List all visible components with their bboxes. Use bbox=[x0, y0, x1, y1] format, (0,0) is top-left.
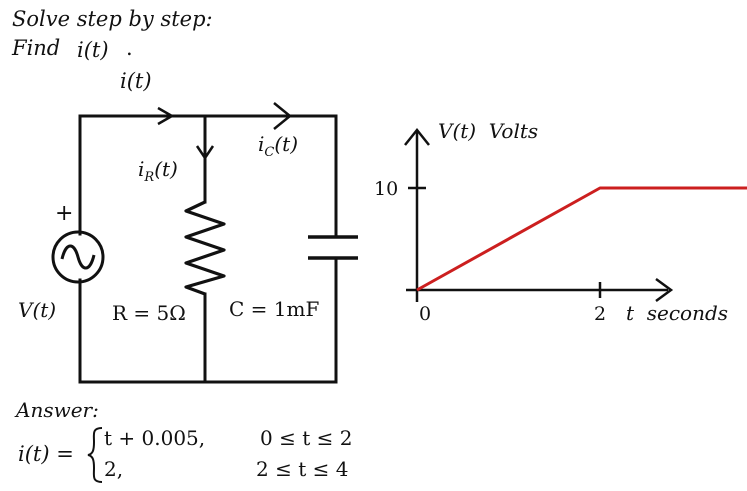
sine-wave-icon bbox=[60, 244, 96, 270]
case2-expression: 2, bbox=[104, 457, 123, 481]
case2-condition: 2 ≤ t ≤ 4 bbox=[256, 457, 348, 481]
voltage-series-line bbox=[416, 186, 747, 292]
voltage-source bbox=[51, 230, 105, 284]
capacitor-current-subscript: C bbox=[264, 145, 274, 160]
resistor-current-label: iR(t) bbox=[138, 157, 178, 185]
resistor-value-label: R = 5Ω bbox=[112, 301, 186, 325]
piecewise-brace bbox=[87, 427, 103, 483]
y-axis-arrowhead-icon bbox=[404, 127, 430, 146]
answer-heading: Answer: bbox=[14, 398, 99, 422]
answer-lhs: i(t) = bbox=[18, 442, 74, 466]
source-circle bbox=[51, 230, 105, 284]
case1-condition: 0 ≤ t ≤ 2 bbox=[260, 426, 352, 450]
capacitor-value-label: C = 1mF bbox=[229, 297, 319, 321]
resistor-current-arrow-icon bbox=[195, 145, 215, 161]
problem-find-expression: i(t) bbox=[77, 38, 109, 62]
x-tick-label: 0 bbox=[419, 303, 431, 325]
x-tick-group: 024 bbox=[419, 282, 606, 325]
y-tick-group: 10 bbox=[374, 178, 426, 200]
resistor-zigzag bbox=[184, 200, 226, 296]
source-voltage-label: V(t) bbox=[18, 298, 56, 322]
capacitor-current-arrow-icon bbox=[273, 102, 292, 130]
resistor-current-symbol: i bbox=[138, 157, 144, 181]
chart-x-axis-label: t seconds bbox=[626, 301, 728, 325]
main-current-label: i(t) bbox=[120, 69, 152, 93]
capacitor-current-label: iC(t) bbox=[258, 132, 298, 160]
x-axis-arrowhead-icon bbox=[655, 277, 674, 303]
case1-expression: t + 0.005, bbox=[104, 426, 205, 450]
series-layer bbox=[416, 186, 747, 292]
y-tick-label: 10 bbox=[374, 178, 398, 200]
resistor-current-subscript: R bbox=[143, 170, 154, 185]
capacitor-current-argument: (t) bbox=[274, 132, 298, 156]
resistor-current-argument: (t) bbox=[154, 157, 178, 181]
chart-y-axis-label: V(t) Volts bbox=[438, 119, 538, 143]
problem-find-label: Find bbox=[11, 36, 60, 60]
x-tick-label: 2 bbox=[594, 303, 606, 325]
voltage-chart: V(t) Volts t seconds 024 10 bbox=[374, 119, 747, 325]
problem-instruction: Solve step by step: bbox=[12, 7, 213, 31]
problem-find-period: . bbox=[126, 36, 133, 60]
source-plus-sign: + bbox=[55, 201, 73, 226]
main-current-arrow-icon bbox=[157, 106, 175, 126]
capacitor-current-symbol: i bbox=[258, 132, 264, 156]
